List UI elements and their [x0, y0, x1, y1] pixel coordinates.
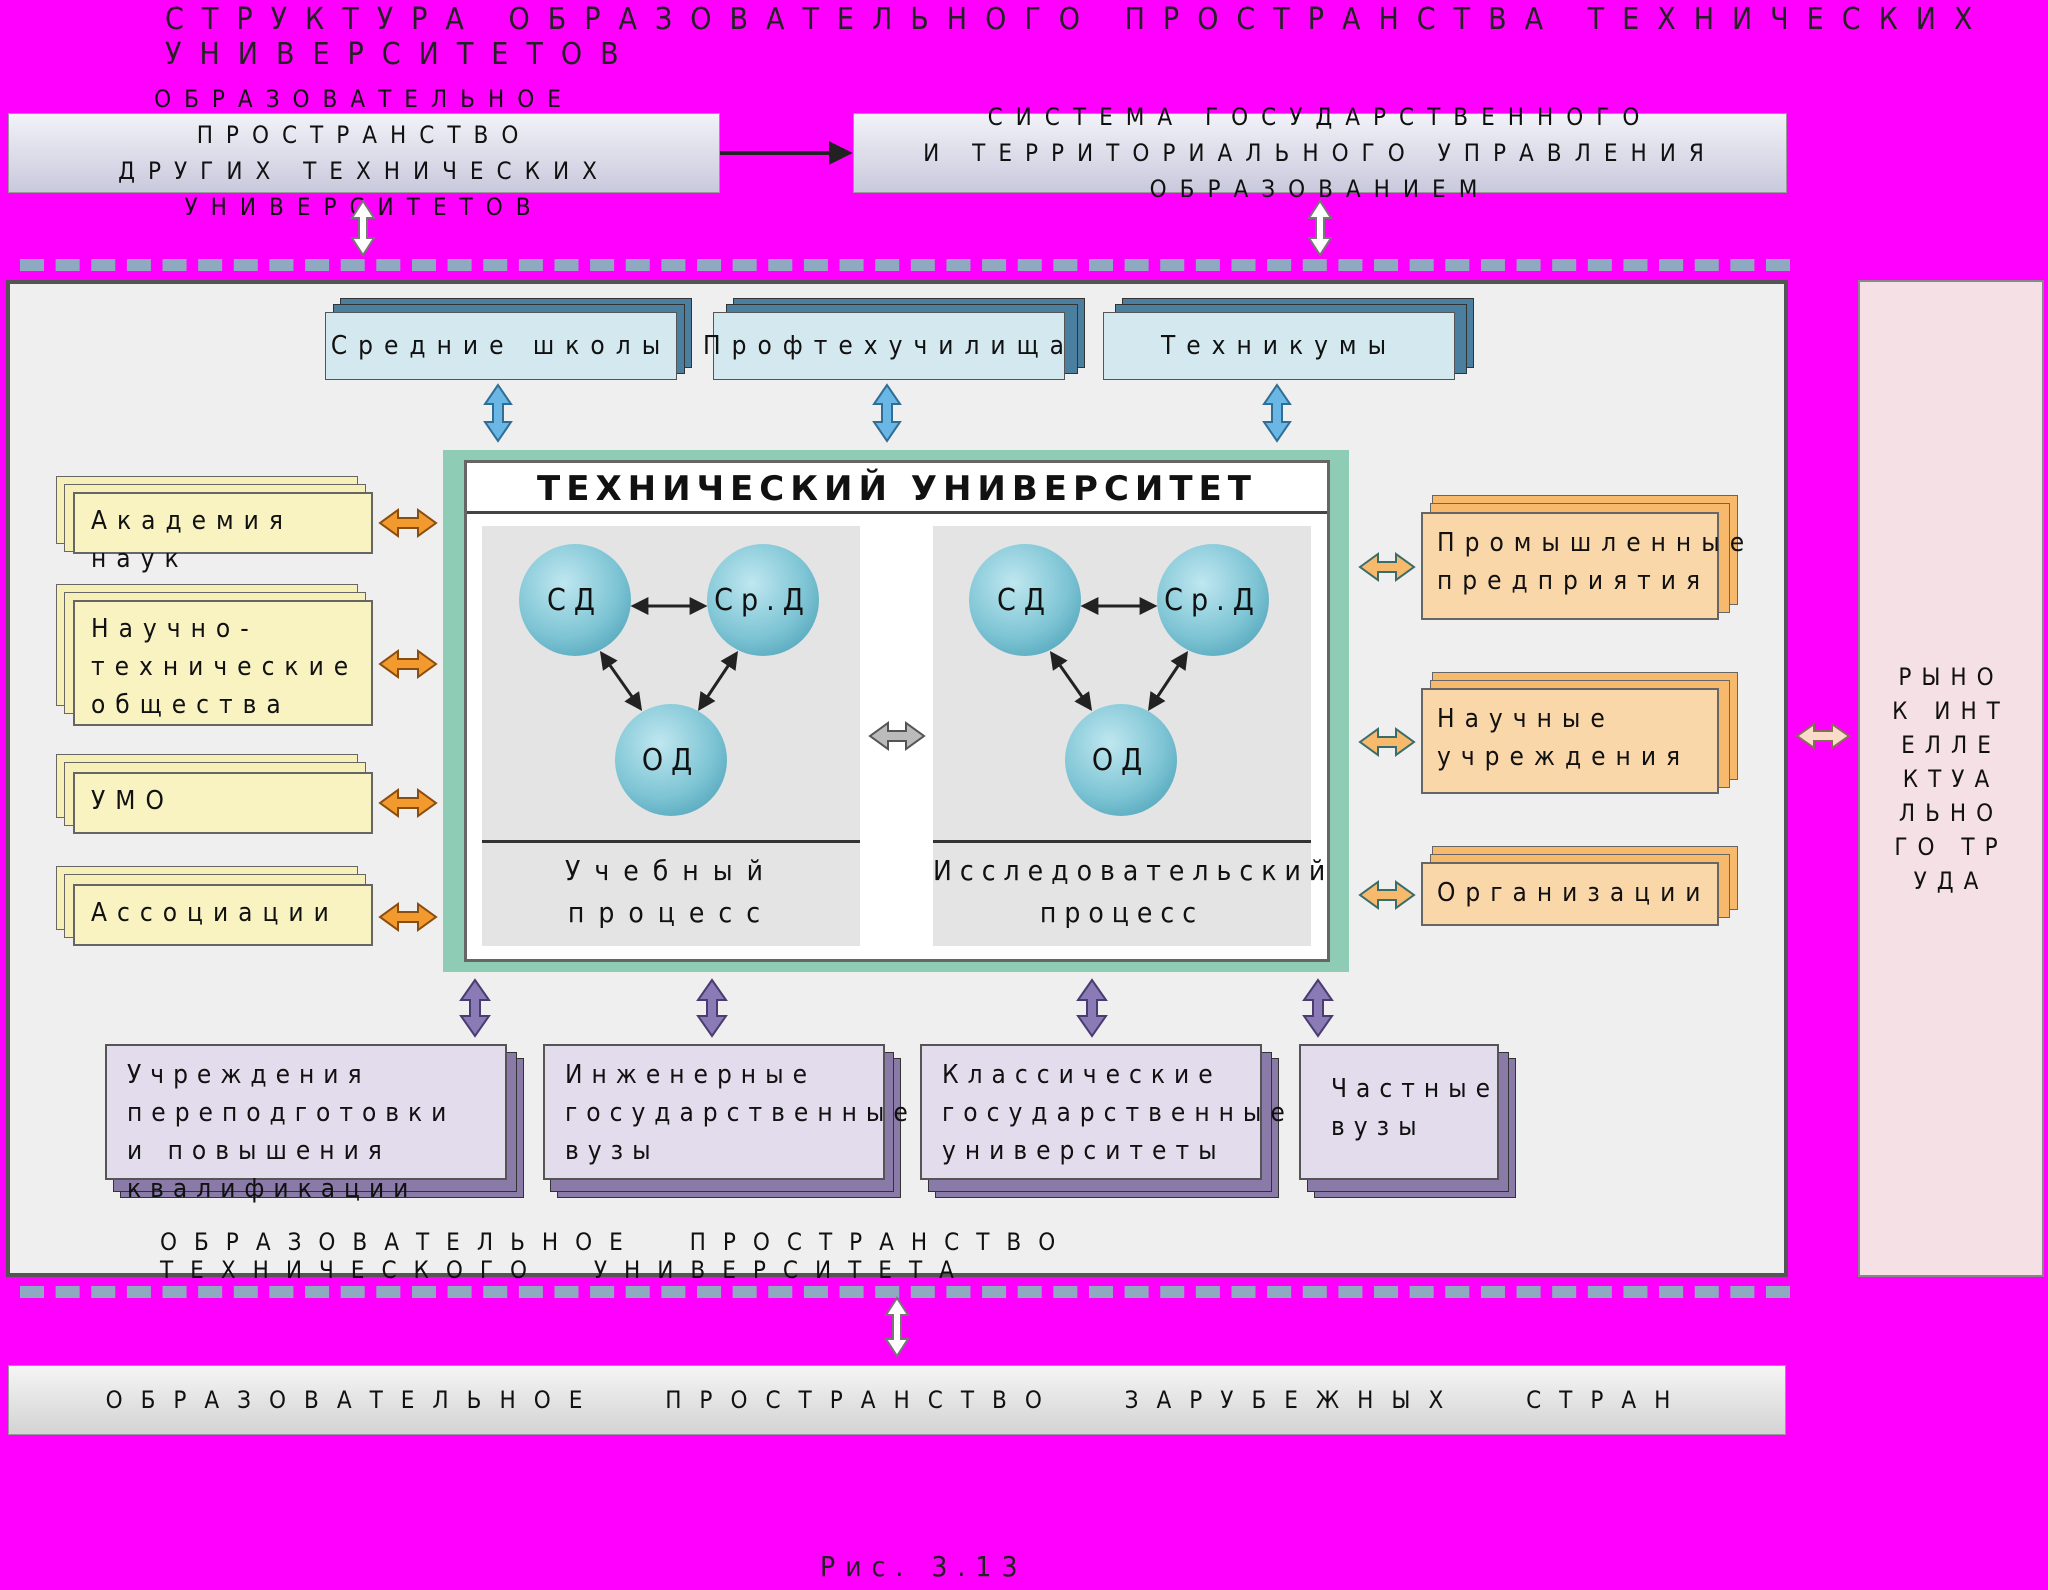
intellectual-labor-market: РЫНОК ИНТЕЛЛЕКТУАЛЬНОГО ТРУДА: [1858, 280, 2044, 1277]
diagram-title: СТРУКТУРА ОБРАЗОВАТЕЛЬНОГО ПРОСТРАНСТВА …: [165, 2, 1991, 72]
engineering-state-universities-label: Инженерные государственные вузы: [565, 1060, 917, 1166]
srd-node-left-label: Ср.Д: [714, 582, 812, 618]
secondary-schools-label: Средние школы: [330, 331, 672, 361]
research-process-line1: Исследовательский: [933, 854, 1334, 887]
srd-node-right-label: Ср.Д: [1164, 582, 1262, 618]
od-node-right-label: ОД: [1091, 742, 1151, 778]
vocational-schools-box: Профтехучилища: [703, 312, 1065, 380]
state-management-line2: И ТЕРРИТОРИАЛЬНОГО УПРАВЛЕНИЯ ОБРАЗОВАНИ…: [923, 139, 1717, 203]
od-node-right: ОД: [1065, 704, 1177, 816]
arrow-market: [1795, 722, 1851, 750]
educational-process-label: Учебный процесс: [482, 850, 860, 934]
srd-node-right: Ср.Д: [1157, 544, 1269, 656]
academy-of-sciences-box: Академия наук: [73, 492, 373, 574]
sci-tech-societies-box: Научно-технические общества: [73, 600, 373, 726]
other-universities-box: ОБРАЗОВАТЕЛЬНОЕ ПРОСТРАНСТВО ДРУГИХ ТЕХН…: [8, 85, 720, 221]
arrow-industry: [1358, 552, 1416, 582]
arrow-retraining: [459, 978, 491, 1038]
arrow-engineering: [696, 978, 728, 1038]
scientific-institutions-box: Научные учреждения: [1421, 688, 1719, 794]
sd-node-left-label: СД: [547, 582, 603, 618]
figure-caption: Рис. 3.13: [820, 1550, 1028, 1583]
foreign-countries-box: ОБРАЗОВАТЕЛЬНОЕ ПРОСТРАНСТВО ЗАРУБЕЖНЫХ …: [8, 1365, 1786, 1435]
vocational-schools-label: Профтехучилища: [703, 331, 1075, 361]
research-process-line2: процесс: [1039, 896, 1205, 929]
arrow-academy: [378, 508, 438, 538]
industrial-enterprises-box: Промышленные предприятия: [1421, 512, 1744, 620]
scientific-institutions-label: Научные учреждения: [1437, 704, 1691, 772]
panel-caption: ОБРАЗОВАТЕЛЬНОЕ ПРОСТРАНСТВО ТЕХНИЧЕСКОГ…: [160, 1228, 1073, 1284]
private-universities-box: Частные вузы: [1299, 1044, 1499, 1180]
arrow-sci-societies: [378, 649, 438, 679]
arrow-private: [1302, 978, 1334, 1038]
educational-divider: [482, 840, 860, 843]
engineering-state-universities-box: Инженерные государственные вузы: [543, 1044, 908, 1180]
educational-process-line2: процесс: [567, 896, 775, 929]
arrow-associations: [378, 902, 438, 932]
state-management-box: СИСТЕМА ГОСУДАРСТВЕННОГО И ТЕРРИТОРИАЛЬН…: [853, 103, 1787, 203]
state-management-line1: СИСТЕМА ГОСУДАРСТВЕННОГО: [987, 103, 1653, 131]
arrow-foreign: [884, 1296, 910, 1358]
od-node-left-label: ОД: [641, 742, 701, 778]
left-triangle-arrows: [599, 597, 738, 711]
arrow-other-universities: [350, 199, 376, 257]
market-label: РЫНОК ИНТЕЛЛЕКТУАЛЬНОГО ТРУДА: [1892, 662, 2010, 895]
university-title: ТЕХНИЧЕСКИЙ УНИВЕРСИТЕТ: [467, 469, 1327, 514]
sci-tech-societies-label: Научно-технические общества: [91, 614, 359, 720]
arrow-organizations: [1358, 880, 1416, 910]
arrow-sci-institutions: [1358, 727, 1416, 757]
arrow-vocational: [872, 383, 902, 443]
horizontal-double-arrows: [378, 508, 1851, 932]
sd-node-right-label: СД: [997, 582, 1053, 618]
organizations-box: Организации: [1421, 862, 1719, 926]
secondary-schools-box: Средние школы: [325, 312, 677, 380]
technikums-label: Техникумы: [1160, 331, 1398, 361]
sd-node-right: СД: [969, 544, 1081, 656]
srd-node-left: Ср.Д: [707, 544, 819, 656]
arrow-processes: [868, 721, 926, 751]
arrow-classic: [1076, 978, 1108, 1038]
retraining-institutions-box: Учреждения переподготовки и повышения кв…: [105, 1044, 507, 1204]
foreign-countries-label: ОБРАЗОВАТЕЛЬНОЕ ПРОСТРАНСТВО ЗАРУБЕЖНЫХ …: [105, 1386, 1689, 1414]
retraining-institutions-label: Учреждения переподготовки и повышения кв…: [127, 1060, 456, 1204]
upper-dashed-separator: [20, 259, 1790, 271]
educational-process-line1: Учебный: [564, 854, 777, 887]
right-triangle-arrows: [1049, 597, 1188, 711]
arrow-schools: [483, 383, 513, 443]
arrow-technikums: [1262, 383, 1292, 443]
classic-state-universities-box: Классические государственные университет…: [920, 1044, 1285, 1180]
od-node-left: ОД: [615, 704, 727, 816]
organizations-label: Организации: [1437, 878, 1711, 908]
industrial-enterprises-label: Промышленные предприятия: [1437, 528, 1755, 596]
private-universities-label: Частные вузы: [1331, 1074, 1500, 1142]
classic-state-universities-label: Классические государственные университет…: [942, 1060, 1294, 1166]
umo-label: УМО: [91, 786, 174, 816]
other-universities-line1: ОБРАЗОВАТЕЛЬНОЕ ПРОСТРАНСТВО: [154, 85, 574, 149]
associations-label: Ассоциации: [91, 898, 339, 928]
research-process-label: Исследовательский процесс: [933, 850, 1334, 934]
umo-box: УМО: [73, 772, 373, 834]
arrow-state-management: [1307, 199, 1333, 257]
research-divider: [933, 840, 1311, 843]
technikums-box: Техникумы: [1103, 312, 1455, 380]
associations-box: Ассоциации: [73, 884, 373, 946]
lower-dashed-separator: [20, 1286, 1790, 1298]
vertical-double-arrows: [350, 199, 1334, 1358]
arrow-umo: [378, 788, 438, 818]
academy-of-sciences-label: Академия наук: [91, 506, 293, 574]
sd-node-left: СД: [519, 544, 631, 656]
